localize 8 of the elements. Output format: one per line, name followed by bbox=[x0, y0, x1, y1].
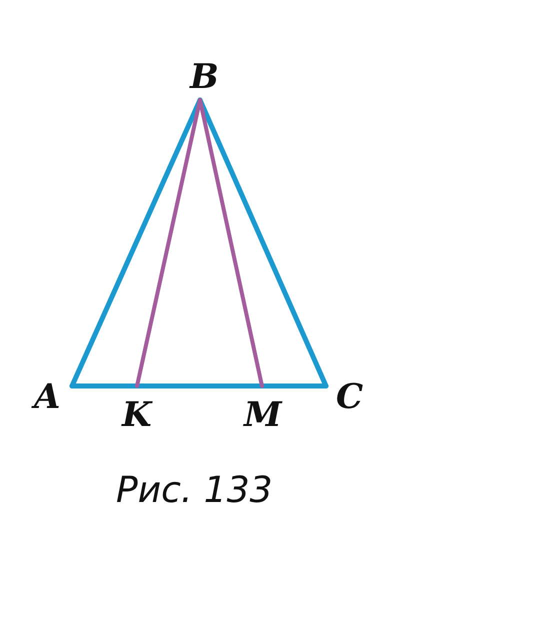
line-segment bbox=[135, 98, 202, 388]
point-label: K bbox=[122, 398, 152, 432]
figure-caption: Рис. 133 bbox=[116, 470, 272, 511]
point-label: B bbox=[190, 60, 219, 94]
line-segment bbox=[70, 384, 328, 388]
point-label: M bbox=[244, 398, 282, 432]
line-segment bbox=[198, 98, 264, 388]
point-label: C bbox=[336, 380, 364, 414]
